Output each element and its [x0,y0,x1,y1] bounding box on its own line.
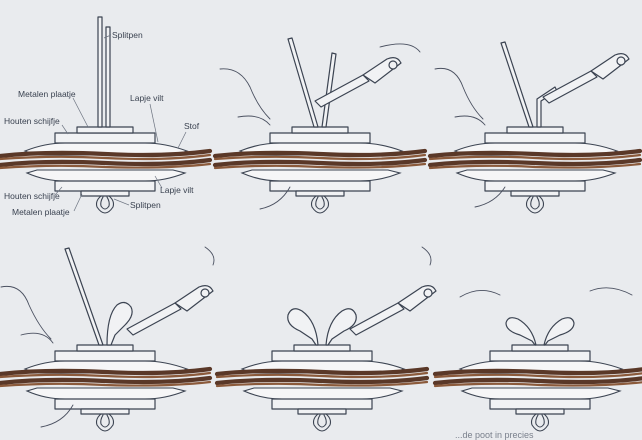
panel-1-labels: Splitpen Metalen plaatje Houten schijfje… [4,30,200,217]
label-splitpen-bottom: Splitpen [130,200,161,210]
footer-caption: ...de poot in precies [455,430,534,440]
panel-1-labeled-assembly [0,16,210,213]
label-metalen-plaatje-top: Metalen plaatje [18,89,76,99]
panel-6-finished [435,287,642,431]
label-splitpen-top: Splitpen [112,30,143,40]
panel-4-first-leg-curled [0,246,215,431]
panel-3-bending-leg [430,41,640,213]
label-houten-schijfje-top: Houten schijfje [4,116,60,126]
label-lapje-vilt-top: Lapje vilt [130,93,164,103]
label-stof: Stof [184,121,200,131]
label-metalen-plaatje-bottom: Metalen plaatje [12,207,70,217]
panel-2-pliers-grip [215,37,425,213]
panel-5-both-legs-curling [217,246,437,431]
label-lapje-vilt-bottom: Lapje vilt [160,185,194,195]
label-houten-schijfje-bottom: Houten schijfje [4,191,60,201]
